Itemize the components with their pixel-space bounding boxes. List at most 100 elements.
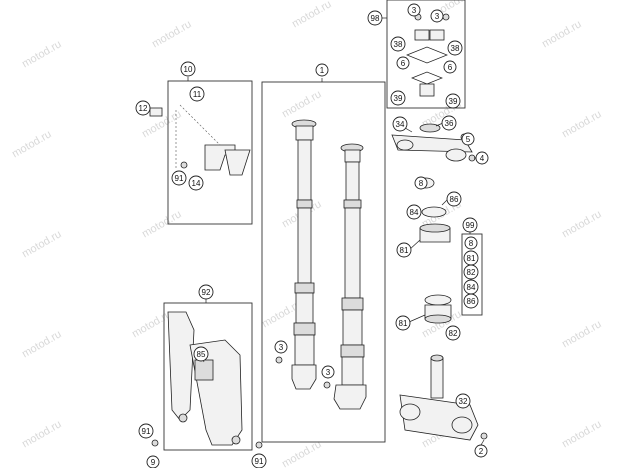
part-callout-98: 98 [367, 10, 383, 26]
callout-number: 5 [466, 135, 471, 144]
callout-circle [441, 115, 457, 131]
part-callout-9: 9 [146, 455, 160, 468]
callout-circle [138, 423, 154, 439]
part-callout-10: 10 [180, 61, 196, 77]
callout-circle [406, 204, 422, 220]
callout-number: 6 [448, 63, 453, 72]
part-callout-6b: 6 [443, 60, 457, 74]
fork-assembly-box [261, 81, 386, 443]
part-callout-81b: 81 [396, 242, 412, 258]
callout-circle [146, 455, 160, 468]
part-callout-38b: 38 [447, 40, 463, 56]
part-callout-8b: 8 [464, 236, 478, 250]
part-callout-91c: 91 [251, 453, 267, 468]
part-callout-6a: 6 [396, 56, 410, 70]
part-callout-8a: 8 [414, 176, 428, 190]
callout-circle [395, 315, 411, 331]
part-callout-86a: 86 [446, 191, 462, 207]
callout-number: 91 [175, 174, 184, 183]
part-callout-82a: 82 [463, 264, 479, 280]
callout-number: 12 [139, 104, 148, 113]
fasteners [151, 13, 450, 449]
callout-number: 85 [197, 350, 206, 359]
callout-number: 84 [467, 283, 476, 292]
steering-bearing-parts [417, 177, 452, 324]
callout-circle [463, 264, 479, 280]
callout-circle [274, 340, 288, 354]
fork-protectors [167, 311, 243, 446]
callout-number: 91 [255, 457, 264, 466]
part-callout-4: 4 [475, 151, 489, 165]
callout-circle [475, 151, 489, 165]
part-callout-5: 5 [461, 132, 475, 146]
callout-number: 1 [320, 66, 325, 75]
callout-circle [188, 175, 204, 191]
callout-circle [251, 453, 267, 468]
fork-protector-box [163, 302, 253, 451]
part-callout-91b: 91 [138, 423, 154, 439]
callout-number: 3 [412, 6, 417, 15]
callout-number: 2 [479, 447, 484, 456]
callout-number: 81 [400, 246, 409, 255]
part-callout-36: 36 [441, 115, 457, 131]
part-callout-3c: 3 [274, 340, 288, 354]
callout-number: 3 [326, 368, 331, 377]
part-callout-81a: 81 [463, 250, 479, 266]
part-callout-99: 99 [462, 217, 478, 233]
part-callout-3d: 3 [321, 365, 335, 379]
callout-number: 3 [435, 12, 440, 21]
part-callout-3b: 3 [430, 9, 444, 23]
callout-circle [180, 61, 196, 77]
part-callout-34: 34 [392, 116, 408, 132]
part-callout-91a: 91 [171, 170, 187, 186]
callout-circle [396, 56, 410, 70]
callout-number: 3 [279, 343, 284, 352]
part-callout-14: 14 [188, 175, 204, 191]
part-callout-84b: 84 [463, 279, 479, 295]
callout-circle [193, 346, 209, 362]
lower-triple-clamp [399, 354, 488, 441]
callout-circle [474, 444, 488, 458]
part-callout-32: 32 [455, 393, 471, 409]
part-callout-85: 85 [193, 346, 209, 362]
callout-circle [461, 132, 475, 146]
kit-98-box [386, 0, 466, 109]
callout-circle [445, 93, 461, 109]
callout-number: 86 [450, 195, 459, 204]
callout-circle [198, 284, 214, 300]
callout-number: 82 [467, 268, 476, 277]
callout-number: 84 [410, 208, 419, 217]
callout-number: 34 [396, 120, 405, 129]
callout-number: 81 [399, 319, 408, 328]
fork-leg-right [333, 143, 367, 410]
callout-number: 32 [459, 397, 468, 406]
part-callout-12: 12 [135, 100, 151, 116]
callout-circle [464, 236, 478, 250]
part-callout-2: 2 [474, 444, 488, 458]
callout-circle [462, 217, 478, 233]
part-callout-81c: 81 [395, 315, 411, 331]
part-callout-84a: 84 [406, 204, 422, 220]
part-callout-11: 11 [189, 86, 205, 102]
callout-circle [390, 36, 406, 52]
callout-number: 8 [469, 239, 474, 248]
part-callout-82b: 82 [445, 325, 461, 341]
callout-circle [135, 100, 151, 116]
part-callout-3a: 3 [407, 3, 421, 17]
callout-number: 39 [449, 97, 458, 106]
callout-number: 92 [202, 288, 211, 297]
kit-98-parts [406, 29, 448, 97]
callout-number: 86 [467, 297, 476, 306]
callout-number: 14 [192, 179, 201, 188]
callout-number: 91 [142, 427, 151, 436]
callout-number: 39 [394, 94, 403, 103]
part-callout-39b: 39 [445, 93, 461, 109]
callout-circle [445, 325, 461, 341]
callout-number: 38 [394, 40, 403, 49]
callout-number: 10 [184, 65, 193, 74]
callout-number: 6 [401, 59, 406, 68]
part-callout-39a: 39 [390, 90, 406, 106]
callout-circle [315, 63, 329, 77]
